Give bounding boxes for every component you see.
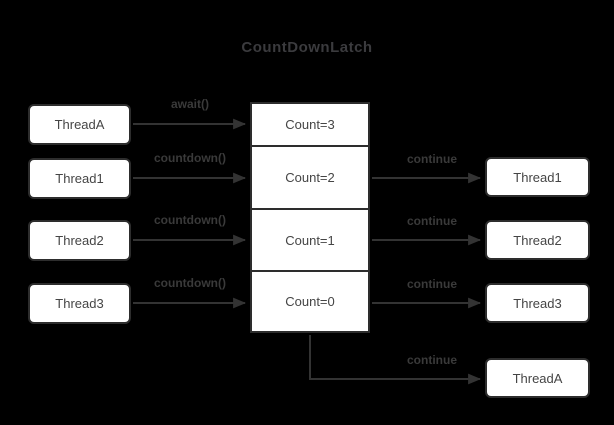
thread-label: Thread1 (513, 169, 562, 185)
left-thread-box-threada: ThreadA (28, 104, 131, 145)
latch-count-label: Count=2 (285, 170, 335, 185)
latch-cell-count-3: Count=3 (250, 102, 370, 147)
arrow-label-await: await() (170, 97, 209, 111)
left-thread-box-thread2: Thread2 (28, 220, 131, 261)
left-thread-box-thread1: Thread1 (28, 158, 131, 199)
right-thread-box-thread3: Thread3 (485, 283, 590, 323)
latch-cell-count-1: Count=1 (250, 208, 370, 272)
right-thread-box-thread2: Thread2 (485, 220, 590, 260)
latch-cell-count-2: Count=2 (250, 145, 370, 210)
latch-count-label: Count=3 (285, 117, 335, 132)
arrow-label-continue-1: continue (407, 152, 457, 166)
latch-count-label: Count=1 (285, 232, 335, 248)
thread-label: Thread3 (513, 295, 562, 311)
arrow-label-countdown-3: countdown() (154, 276, 226, 290)
thread-label: Thread2 (55, 233, 104, 248)
arrow-label-continue-4: continue (407, 353, 457, 367)
thread-label: ThreadA (512, 370, 563, 386)
latch-count-label: Count=0 (285, 294, 335, 309)
right-thread-box-thread1: Thread1 (485, 157, 590, 197)
arrow-label-countdown-1: countdown() (154, 151, 226, 165)
thread-label: Thread2 (513, 232, 562, 248)
thread-label: ThreadA (54, 117, 105, 132)
arrow-label-continue-3: continue (407, 277, 457, 291)
right-thread-box-threada: ThreadA (485, 358, 590, 398)
thread-label: Thread3 (55, 296, 104, 311)
arrow-label-countdown-2: countdown() (154, 213, 226, 227)
latch-cell-count-0: Count=0 (250, 270, 370, 333)
thread-label: Thread1 (55, 171, 104, 186)
left-thread-box-thread3: Thread3 (28, 283, 131, 324)
diagram-title: CountDownLatch (241, 39, 373, 56)
arrow-label-continue-2: continue (407, 214, 457, 228)
